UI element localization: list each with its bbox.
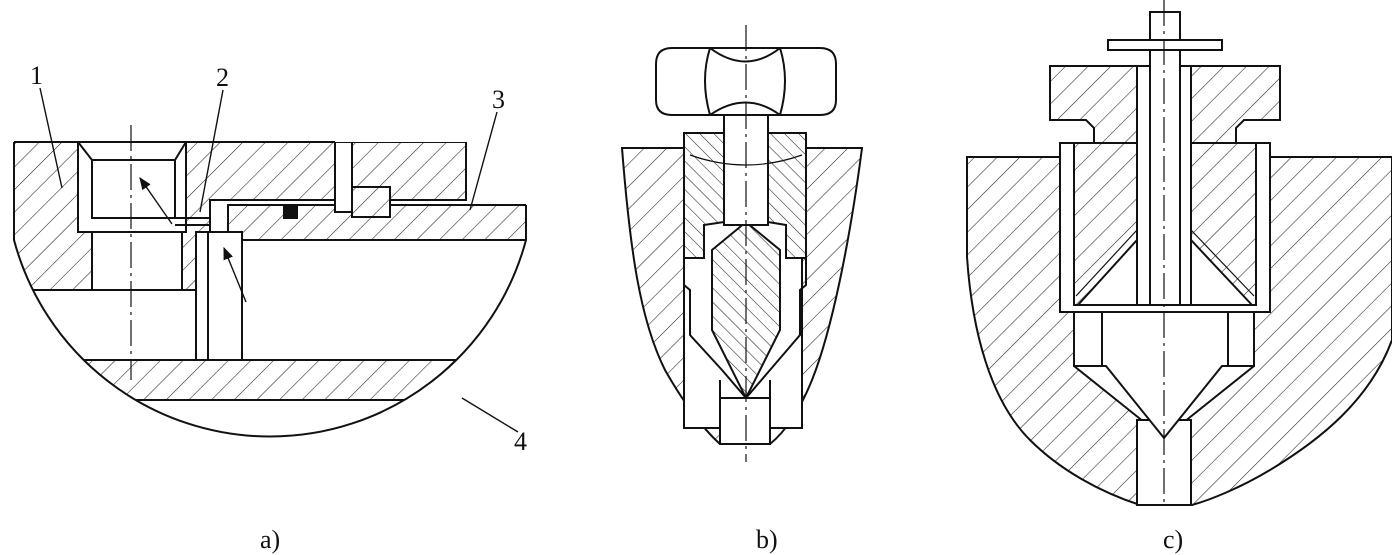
figure-b (620, 25, 864, 462)
caption-c: c) (1163, 525, 1183, 554)
label-part-1: 1 (30, 61, 43, 90)
figure-c (966, 0, 1392, 506)
label-part-4: 4 (514, 427, 527, 456)
washer-c (1107, 39, 1223, 51)
figure-a (13, 87, 527, 438)
caption-b: b) (756, 525, 778, 554)
seal-square-icon (283, 205, 298, 219)
arrow-icon (223, 246, 247, 303)
label-part-3: 3 (492, 85, 505, 114)
label-part-2: 2 (216, 63, 229, 92)
base-part-4 (14, 359, 526, 401)
caption-a: a) (260, 525, 280, 554)
rod-c (1149, 11, 1181, 306)
arrow-icon (139, 176, 173, 225)
